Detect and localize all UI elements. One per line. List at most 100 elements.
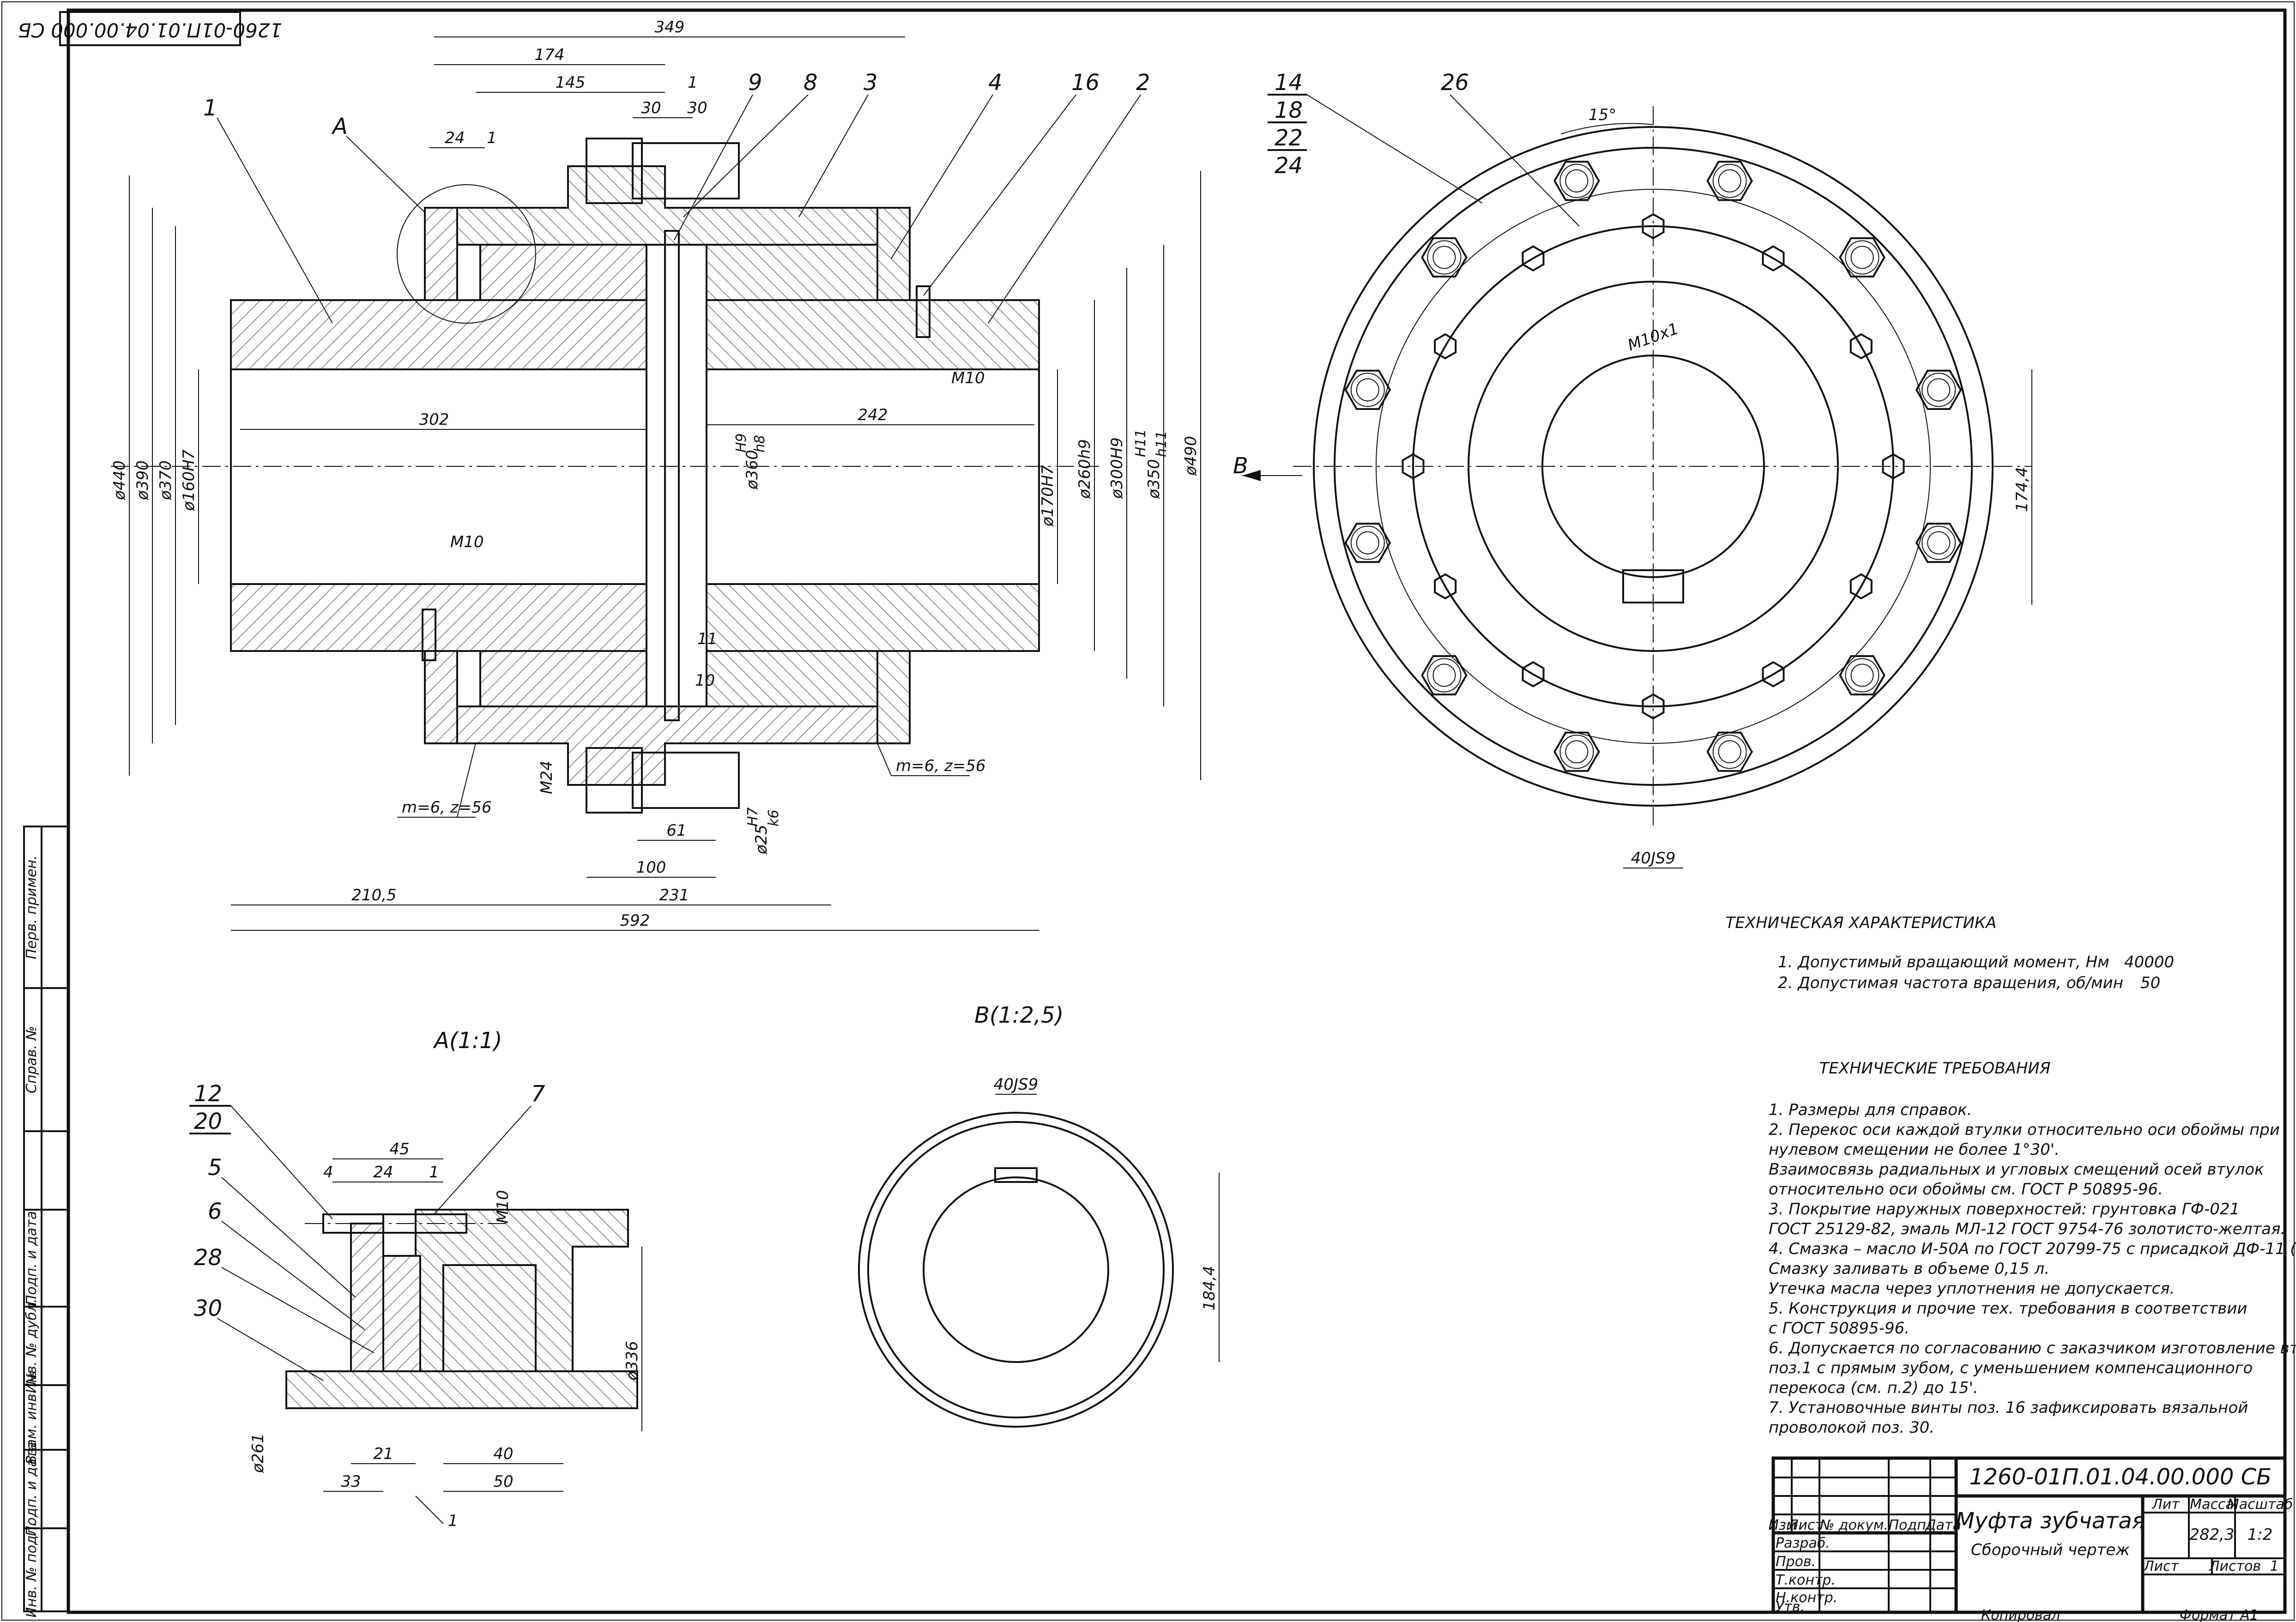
svg-text:1: 1 [2270,1558,2278,1574]
tech-req-line: относительно оси обоймы см. ГОСТ Р 50895… [1769,1180,2163,1199]
tech-req-line: 6. Допускается по согласованию с заказчи… [1769,1339,2296,1357]
svg-text:ø440: ø440 [110,460,129,500]
svg-text:1: 1 [487,129,497,147]
tech-characteristics: ТЕХНИЧЕСКАЯ ХАРАКТЕРИСТИКА 1. Допустимый… [1726,914,2175,992]
flange-bolt-head [1762,245,1785,272]
svg-text:24: 24 [373,1163,393,1182]
callout-16: 16 [1071,70,1100,96]
svg-text:ø160H7: ø160H7 [180,449,198,511]
svg-text:1. Допустимый вращающий момент: 1. Допустимый вращающий момент, Нм [1778,953,2109,971]
detail-a-title: A(1:1) [433,1028,502,1054]
svg-text:231: 231 [659,886,689,904]
flange-bolt-nut [1839,655,1885,696]
flange-bolt-nut [1706,161,1753,201]
svg-text:h11: h11 [1154,431,1170,457]
flange-bolt-nut [1421,655,1468,696]
svg-text:Подп. и дата: Подп. и дата [24,1211,40,1305]
svg-text:100: 100 [636,858,666,877]
svg-text:50: 50 [2140,974,2160,992]
svg-text:30: 30 [687,99,707,117]
callout-6: 6 [208,1199,222,1224]
svg-text:Масштаб: Масштаб [2227,1496,2293,1513]
svg-text:1:2: 1:2 [2248,1526,2273,1544]
inner-frame [66,8,2287,1614]
callout-2: 2 [1136,70,1150,96]
svg-text:Копировал: Копировал [1981,1607,2060,1622]
callout-3: 3 [864,70,878,96]
callout-20: 20 [194,1109,222,1134]
svg-text:ø261: ø261 [249,1433,267,1473]
svg-text:M10: M10 [951,369,985,387]
svg-text:Формат А1: Формат А1 [2180,1607,2259,1622]
flange-bolt-head [1522,661,1545,687]
svg-text:24: 24 [445,129,465,147]
flange-bolt-nut [1344,369,1391,410]
rotated-code-box [59,11,241,46]
flange-bolt-head [1642,693,1665,720]
svg-text:Инв. № дубл.: Инв. № дубл. [24,1298,40,1393]
svg-text:11: 11 [697,630,717,648]
callout-28: 28 [194,1245,222,1271]
callout-22: 22 [1275,125,1303,151]
svg-text:Справ. №: Справ. № [24,1026,40,1093]
flange-bolt-nut [1344,523,1391,563]
svg-text:M10: M10 [494,1190,512,1224]
view-b-arrow-label: B [1233,453,1248,479]
flange-bolt-head [1849,333,1873,360]
main-dimensions: 349 174 145 1 30 30 24 1 ø440 ø390 ø370 … [110,18,1201,931]
svg-text:M24: M24 [538,760,556,794]
svg-text:242: 242 [858,406,888,424]
svg-text:Лист: Лист [1788,1517,1824,1533]
flange-bolt-head [1434,573,1457,600]
svg-text:210,5: 210,5 [351,886,396,904]
tech-req-line: 2. Перекос оси каждой втулки относительн… [1769,1121,2280,1139]
left-margin-strip: Перв. примен. Справ. № Подп. и дата Инв.… [23,826,69,1618]
svg-text:ø490: ø490 [1182,436,1200,476]
tech-req-line: Смазку заливать в объеме 0,15 л. [1769,1260,2049,1278]
svg-text:h8: h8 [752,435,768,452]
svg-text:50: 50 [493,1472,513,1491]
callout-9: 9 [748,70,762,96]
svg-text:Утв.: Утв. [1776,1599,1805,1615]
svg-text:1: 1 [688,73,698,92]
tech-char-title: ТЕХНИЧЕСКАЯ ХАРАКТЕРИСТИКА [1726,914,1997,932]
svg-text:40JS9: 40JS9 [994,1075,1039,1094]
svg-text:45: 45 [389,1140,409,1158]
callout-24: 24 [1275,153,1303,179]
svg-text:ø336: ø336 [623,1341,641,1381]
callout-12: 12 [194,1081,222,1107]
tech-requirements: ТЕХНИЧЕСКИЕ ТРЕБОВАНИЯ 1. Размеры для сп… [1769,1059,2296,1437]
tech-req-line: ГОСТ 25129-82, эмаль МЛ-12 ГОСТ 9754-76 … [1769,1220,2285,1238]
svg-text:Лит: Лит [2151,1496,2180,1513]
svg-text:M10: M10 [450,533,484,551]
svg-text:H9: H9 [733,433,749,452]
callout-4: 4 [988,70,1003,96]
tech-req-line: 5. Конструкция и прочие тех. требования … [1769,1299,2248,1318]
svg-text:1: 1 [429,1163,439,1182]
tech-req-line: перекоса (см. п.2) до 15'. [1769,1379,1978,1397]
svg-text:Взам. инв. №: Взам. инв. № [24,1370,40,1465]
svg-text:Инв. № подл.: Инв. № подл. [24,1522,40,1618]
tech-req-line: Утечка масла через уплотнения не допуска… [1769,1279,2175,1298]
svg-text:Разраб.: Разраб. [1776,1535,1830,1551]
svg-text:H11: H11 [1133,429,1149,457]
view-b-title: B(1:2,5) [974,1002,1063,1028]
svg-text:174,4: 174,4 [2013,467,2031,512]
tech-req-line: 1. Размеры для справок. [1769,1101,1972,1119]
svg-text:Листов: Листов [2209,1558,2261,1574]
svg-text:61: 61 [666,821,686,840]
tech-req-line: 3. Покрытие наружных поверхностей: грунт… [1769,1200,2240,1218]
view-b: B(1:2,5) 40JS9 184,4 [858,1002,1220,1428]
tech-req-line: с ГОСТ 50895-96. [1769,1319,1909,1338]
callout-a: A [331,114,348,139]
tech-req-line: нулевом смещении не более 1°30'. [1769,1140,2060,1159]
callout-30: 30 [194,1296,222,1321]
detail-a: A(1:1) 45 4 24 1 M10 ø336 ø261 21 40 33 … [189,1028,642,1530]
callout-8: 8 [804,70,818,96]
flange-bolt-nut [1915,523,1962,563]
svg-text:Пров.: Пров. [1776,1554,1816,1570]
svg-text:H7: H7 [745,807,761,826]
svg-text:4: 4 [323,1163,333,1182]
